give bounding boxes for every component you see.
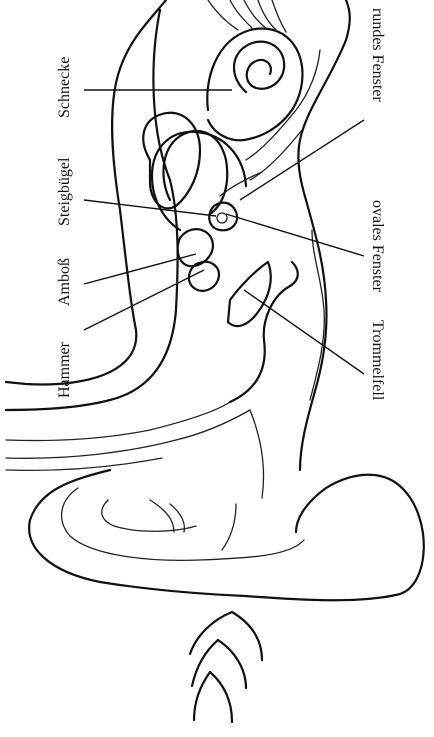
ear-canal-upper-wall — [6, 10, 178, 410]
label-trommelfell: Trommelfell — [368, 320, 386, 400]
label-amboss: Amboß — [56, 258, 74, 306]
leader-trommelfell — [244, 290, 364, 374]
semicircular-canal-2 — [163, 131, 227, 214]
semicircular-canal-1 — [143, 113, 200, 209]
label-rundes-fenster: rundes Fenster — [368, 8, 386, 102]
label-ovales-fenster: ovales Fenster — [368, 200, 386, 292]
skull-outline — [6, 0, 166, 385]
cochlea-spiral — [234, 42, 284, 92]
amboss-ossicle — [178, 229, 213, 266]
leader-amboss — [84, 254, 196, 284]
auditory-nerve — [208, 0, 286, 32]
cochlea-outer — [207, 29, 302, 141]
leader-steigbuegel — [84, 200, 216, 216]
auricle-outline — [29, 470, 424, 600]
steigbuegel-footplate — [217, 213, 227, 223]
ear-canal-lower-wall — [230, 262, 298, 402]
label-schnecke: Schnecke — [56, 57, 74, 118]
label-steigbuegel: Steigbügel — [56, 158, 74, 226]
label-hammer: Hammer — [56, 342, 74, 398]
auricle-inner-fold — [62, 488, 304, 560]
leader-ovales-fenster — [226, 214, 364, 256]
sound-wave-arc-3 — [194, 672, 210, 720]
